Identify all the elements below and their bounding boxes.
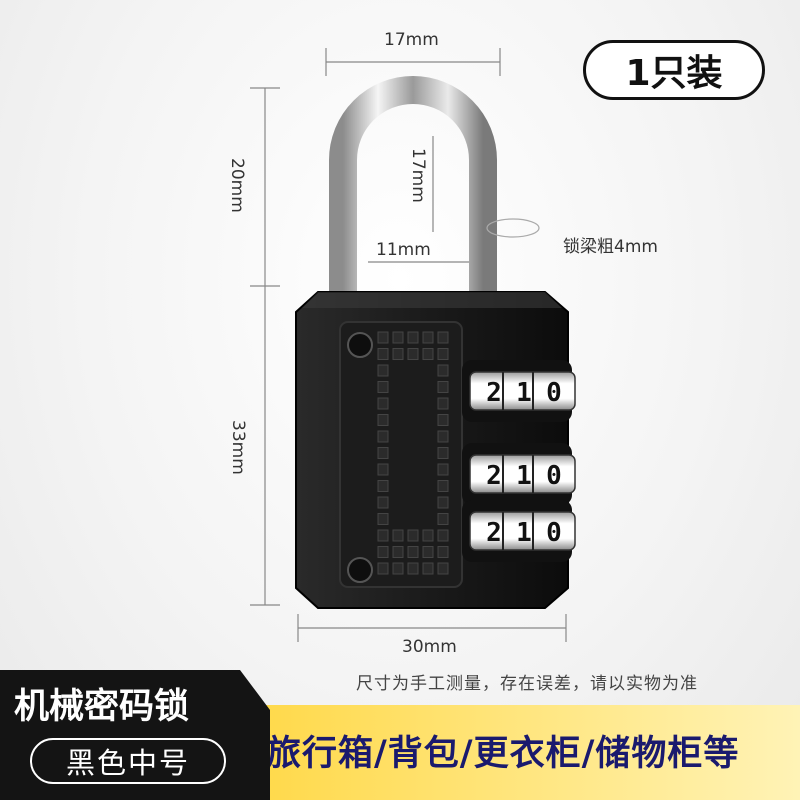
face-grid-cell: [437, 463, 449, 476]
face-grid-cell: [437, 331, 449, 344]
face-grid-cell: [407, 529, 419, 542]
dial-digit: 1: [516, 518, 532, 548]
dial-digit: 0: [546, 461, 562, 491]
inner-width-label: 11mm: [376, 240, 431, 260]
uses-text: 旅行箱/背包/更衣柜/储物柜等: [266, 734, 740, 774]
dial-digit: 2: [486, 518, 502, 548]
shackle: [329, 76, 497, 300]
face-grid-cell: [377, 562, 389, 575]
uses-band: [258, 705, 800, 800]
face-grid-cell: [377, 397, 389, 410]
face-grid-cell: [407, 348, 419, 360]
face-grid-cell: [437, 480, 449, 492]
face-grid-cell: [377, 529, 389, 542]
face-grid-cell: [437, 447, 449, 459]
shackle-thickness-label: 锁梁粗4mm: [563, 237, 658, 257]
body-height-label: 33mm: [228, 420, 248, 475]
face-grid-cell: [407, 331, 419, 344]
face-grid-cell: [437, 364, 449, 377]
variant-label: 黑色中号: [30, 738, 226, 784]
face-grid-cell: [437, 546, 449, 558]
face-grid-cell: [377, 331, 389, 344]
face-grid-cell: [377, 480, 389, 492]
face-grid-cell: [392, 546, 404, 558]
face-grid-cell: [407, 562, 419, 575]
face-grid-cell: [377, 463, 389, 476]
face-grid-cell: [377, 381, 389, 393]
face-grid-cell: [407, 546, 419, 558]
face-grid-cell: [377, 364, 389, 377]
face-grid-cell: [377, 430, 389, 443]
face-grid-cell: [422, 529, 434, 542]
face-grid-cell: [422, 348, 434, 360]
top-width-label: 17mm: [384, 30, 439, 50]
face-grid-cell: [437, 381, 449, 393]
dial-digit: 1: [516, 461, 532, 491]
face-grid-cell: [377, 447, 389, 459]
face-grid-cell: [377, 496, 389, 509]
face-grid-cell: [437, 529, 449, 542]
face-grid-cell: [392, 529, 404, 542]
shackle-height-label: 20mm: [227, 158, 247, 213]
face-grid-cell: [437, 414, 449, 426]
dial-digit: 1: [516, 378, 532, 408]
face-grid-cell: [422, 562, 434, 575]
face-grid-cell: [437, 430, 449, 443]
face-grid-cell: [377, 348, 389, 360]
face-grid-cell: [437, 513, 449, 525]
face-grid-cell: [377, 414, 389, 426]
product-title: 机械密码锁: [14, 687, 190, 727]
face-grid-cell: [437, 562, 449, 575]
face-grid-cell: [422, 546, 434, 558]
face-grid-cell: [437, 397, 449, 410]
dial-digit: 0: [546, 378, 562, 408]
face-grid-cell: [392, 562, 404, 575]
body-width-label: 30mm: [402, 637, 457, 657]
measurement-note: 尺寸为手工测量，存在误差，请以实物为准: [356, 674, 698, 694]
face-grid-cell: [392, 348, 404, 360]
face-grid-cell: [437, 496, 449, 509]
dial-digit: 0: [546, 518, 562, 548]
face-grid-cell: [377, 513, 389, 525]
dial-digit: 2: [486, 378, 502, 408]
face-grid-cell: [377, 546, 389, 558]
dial-digit: 2: [486, 461, 502, 491]
inner-height-label: 17mm: [408, 148, 428, 203]
quantity-badge: 1只装: [583, 40, 765, 100]
face-grid-cell: [422, 331, 434, 344]
face-grid-cell: [437, 348, 449, 360]
shackle-thickness-marker: [486, 218, 540, 238]
face-grid-cell: [392, 331, 404, 344]
